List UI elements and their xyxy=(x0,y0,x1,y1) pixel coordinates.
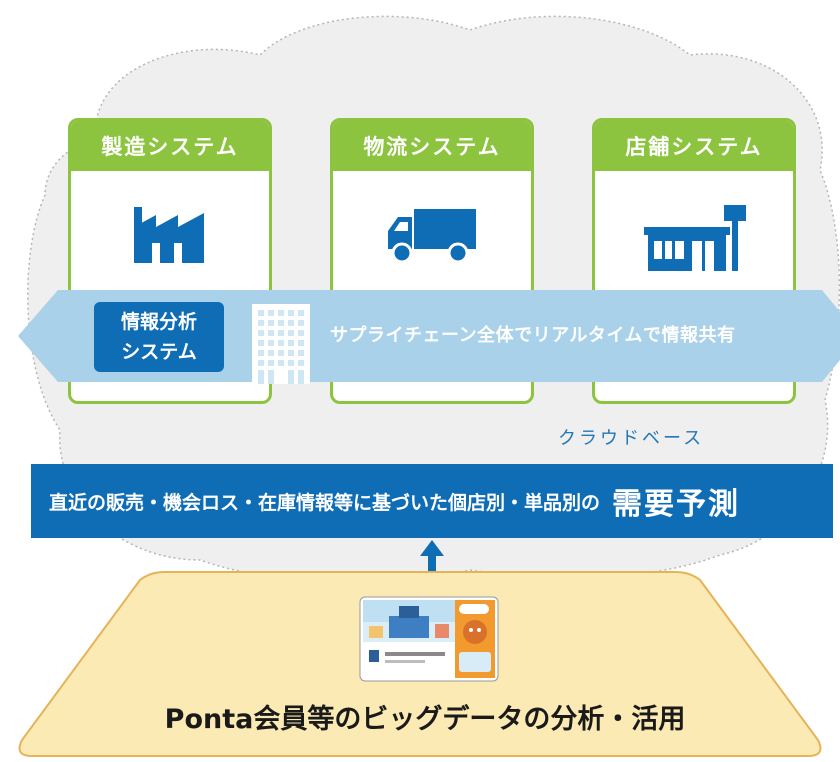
logistics-system-title: 物流システム xyxy=(333,121,531,171)
demand-forecast-text: 直近の販売・機会ロス・在庫情報等に基づいた個店別・単品別の xyxy=(49,491,601,514)
store-icon xyxy=(595,205,793,277)
info-analysis-system-box: 情報分析 システム xyxy=(94,302,224,372)
analysis-label-line1: 情報分析 xyxy=(120,311,197,333)
info-sharing-text: サプライチェーン全体でリアルタイムで情報共有 xyxy=(330,325,736,346)
ponta-card-icon xyxy=(359,596,499,682)
up-arrow-icon xyxy=(420,540,444,600)
office-building-icon xyxy=(252,304,310,384)
bigdata-title: Ponta会員等のビッグデータの分析・活用 xyxy=(164,704,686,735)
factory-icon xyxy=(71,205,269,265)
manufacturing-system-title: 製造システム xyxy=(71,121,269,171)
truck-icon xyxy=(333,205,531,267)
store-system-title: 店舗システム xyxy=(595,121,793,171)
demand-forecast-bar: 直近の販売・機会ロス・在庫情報等に基づいた個店別・単品別の 需要予測 xyxy=(31,464,833,538)
analysis-label-line2: システム xyxy=(121,341,197,363)
cloud-base-label: クラウドベース xyxy=(558,428,705,449)
demand-forecast-emphasis: 需要予測 xyxy=(612,487,741,522)
